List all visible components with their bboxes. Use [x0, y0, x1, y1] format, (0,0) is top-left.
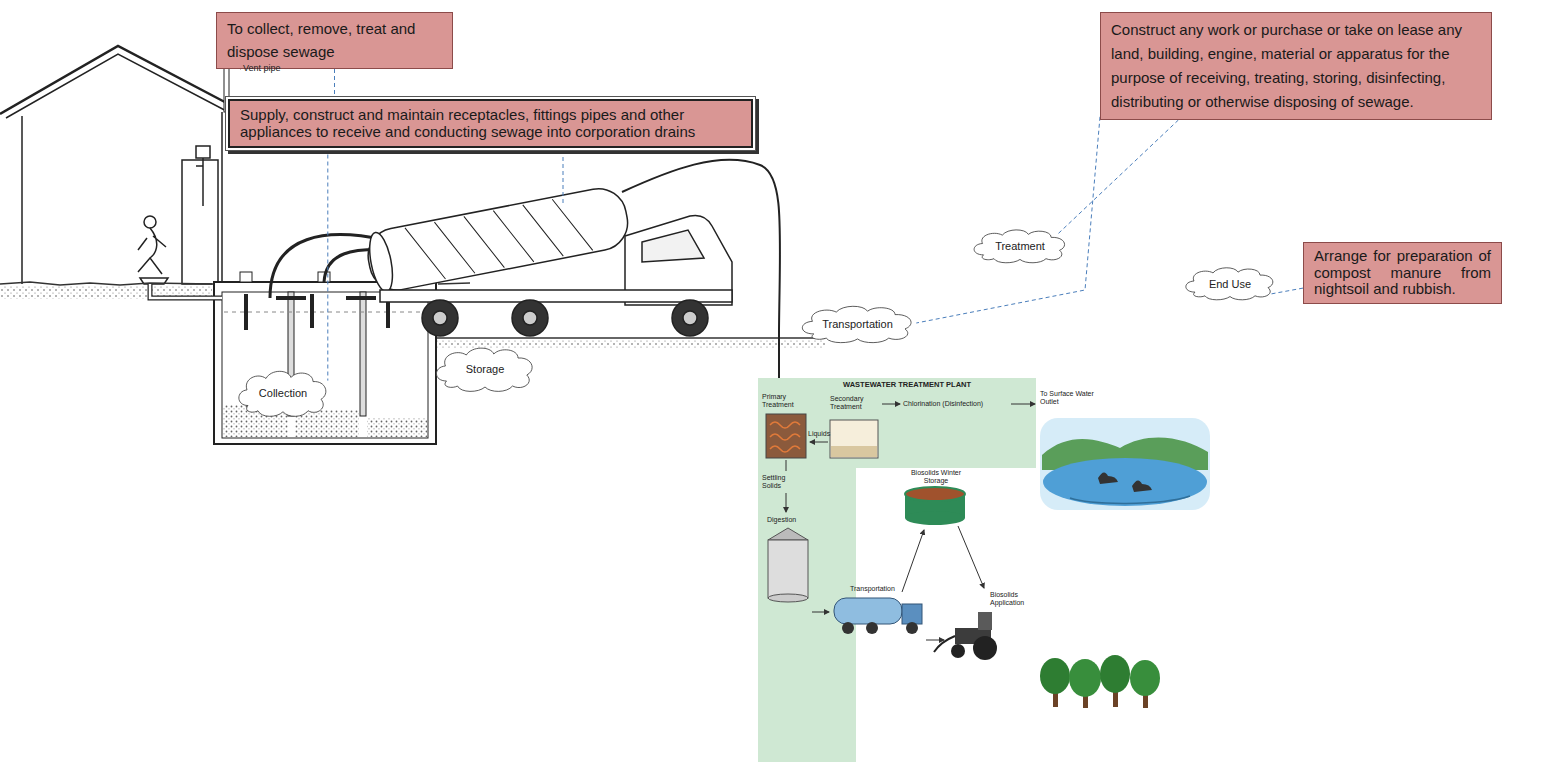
cloud-label: Collection — [259, 385, 307, 399]
illustration-label: WASTEWATER TREATMENT PLANT — [843, 381, 971, 390]
leader-connector — [1057, 120, 1178, 234]
vacuum-truck — [363, 184, 732, 336]
illustration-label: Vent pipe — [243, 63, 281, 73]
illustration-label: Settling Solids — [762, 474, 796, 490]
cloud-label: End Use — [1209, 276, 1251, 290]
trees — [1040, 655, 1160, 708]
illustration-label: Chlorination (Disinfection) — [903, 400, 983, 408]
illustration-label: To Surface Water Outlet — [1040, 390, 1102, 406]
leader-connector — [327, 148, 328, 381]
cloud-outline — [974, 230, 1064, 263]
box-text: To collect, remove, treat and dispose se… — [227, 18, 442, 63]
illustration-label: Secondary Treatment — [830, 395, 880, 411]
illustration-label: Digestion — [767, 516, 796, 524]
house — [0, 46, 240, 284]
stage-cloud: Collection — [233, 366, 333, 418]
note-box: Arrange for preparation of compost manur… — [1303, 242, 1502, 304]
illustration-label: Transportation — [850, 585, 895, 593]
note-box: Supply, construct and maintain receptacl… — [228, 99, 753, 148]
stage-cloud: Transportation — [795, 302, 920, 344]
cloud-outline — [802, 306, 911, 342]
suction-hose — [622, 160, 780, 410]
cloud-outline — [436, 348, 532, 391]
stage-cloud: Treatment — [968, 226, 1072, 264]
cloud-label: Treatment — [995, 238, 1045, 252]
box-text: Construct any work or purchase or take o… — [1111, 18, 1481, 114]
cloud-label: Transportation — [822, 316, 893, 330]
lake-scene — [1040, 418, 1210, 510]
note-box: To collect, remove, treat and dispose se… — [216, 12, 453, 69]
box-text: Arrange for preparation of compost manur… — [1314, 248, 1491, 298]
cloud-label: Storage — [466, 361, 505, 375]
treatment-plant — [758, 378, 1036, 762]
cloud-outline — [239, 371, 326, 416]
note-box: Construct any work or purchase or take o… — [1100, 12, 1492, 120]
illustration-label: Biosolids Winter Storage — [910, 469, 962, 485]
stage-cloud: Storage — [430, 343, 540, 393]
illustration-label: Biosolids Application — [990, 591, 1036, 607]
box-text: Supply, construct and maintain receptacl… — [240, 106, 741, 141]
illustration-label: Liquids — [808, 430, 830, 438]
cloud-outline — [1186, 268, 1273, 300]
leader-connector — [334, 69, 335, 99]
illustration-label: Primary Treatment — [762, 393, 802, 409]
stage-cloud: End Use — [1180, 264, 1280, 301]
leader-connector — [916, 117, 1100, 323]
